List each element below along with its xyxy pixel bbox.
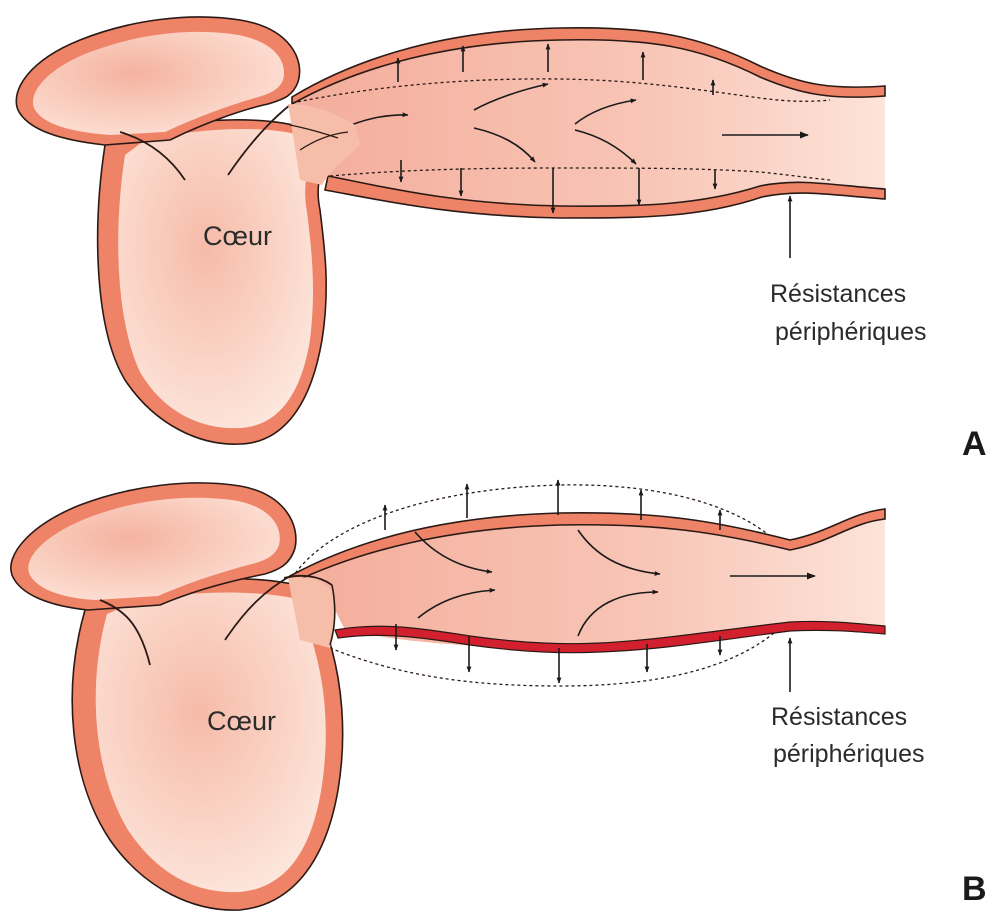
heart-b: Cœur [11, 483, 343, 910]
panel-b: Cœur Résistances périphériques B [11, 480, 987, 910]
panel-a: Cœur Résistances périphériques A [16, 17, 986, 463]
heart-a: Cœur [16, 17, 360, 444]
resistance-b: Résistances périphériques [771, 638, 925, 768]
aorta-a [292, 28, 885, 218]
resistance-a-label-line2: périphériques [775, 318, 927, 346]
heart-b-label: Cœur [207, 706, 276, 736]
resistance-b-label-line1: Résistances [771, 703, 907, 731]
resistance-a: Résistances périphériques [770, 196, 927, 346]
panel-a-label: A [962, 425, 987, 463]
heart-a-ventricle-inner [118, 129, 313, 428]
heart-a-label: Cœur [203, 221, 272, 251]
aorta-b [290, 480, 885, 683]
resistance-a-label-line1: Résistances [770, 280, 906, 308]
panel-b-label: B [962, 870, 987, 908]
resistance-b-label-line2: périphériques [773, 740, 925, 768]
